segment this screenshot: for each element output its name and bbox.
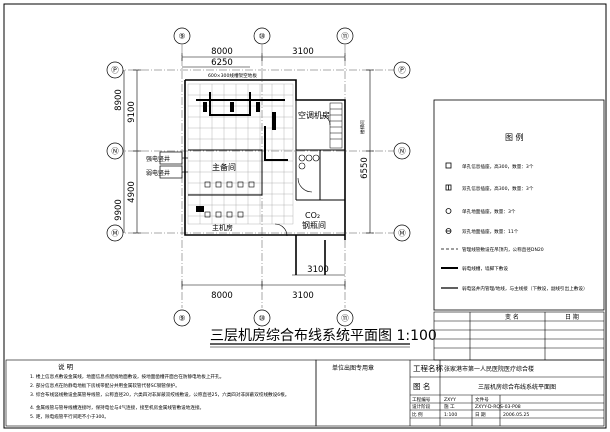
shaft-label-1: 强电竖井 (146, 155, 170, 163)
project-label: 工程名称 (413, 363, 443, 373)
notes-block: 说 明 1. 楼上信息点敷设金属线，地面信息点配线地面敷设，按地面凿槽开面台在防… (5, 359, 317, 427)
dim-left-outer: 8900 (114, 89, 124, 111)
legend-item-3: 单孔地面插座，数量：3个 (462, 208, 516, 215)
revision-table (433, 311, 605, 361)
axis-label-right-p: Ⓟ (398, 66, 406, 75)
room-main: 主机房 (212, 223, 233, 232)
note-line-3: 3. 综合布线竖线敷设金属管导线管，公称直径20，六类四对非屏蔽双绞线敷设，公称… (30, 391, 289, 398)
tb-row3-value2: 2006.05.25 (503, 412, 529, 418)
room-ac: 空调机房 (298, 110, 330, 120)
note-line-5: 5. 距，除电缆管平行间距不小于300。 (30, 413, 109, 420)
axis-label-top-9: ⑨ (179, 32, 186, 41)
room-co2-cylinder: 钢瓶间 (302, 220, 326, 230)
dim-top-right: 3100 (292, 47, 314, 57)
dim-right-mid: 6550 (360, 157, 370, 179)
legend-item-7: 弱电竖井内管理/地线，与主线接（下敷设，副线引出上敷设） (462, 285, 588, 292)
axis-label-left-n: Ⓝ (111, 147, 119, 156)
drawing-name-value: 三层机房综合布线系统平面图 (478, 383, 556, 391)
revision-col-name: 变 名 (505, 313, 519, 321)
room-staircase: 楼梯间 (359, 120, 366, 134)
room-equipment: 主备间 (212, 162, 236, 172)
project-value: 张家港市第一人民医院医疗综合楼 (444, 365, 534, 373)
drawing-name-label: 图 名 (413, 381, 430, 391)
title-block (315, 359, 605, 427)
legend-panel: 图 例 单孔信息插座，高300，数量：3个 双孔信息插座，高300，数量：3个 … (433, 99, 605, 311)
tb-row1-label2: 文件号 (475, 396, 489, 403)
axis-label-bottom-10: ⑩ (259, 314, 266, 323)
axis-label-bottom-11: ⑪ (341, 314, 349, 323)
legend-item-4: 双孔地面插座，数量：11个 (462, 228, 519, 235)
dim-bottom-left: 8000 (211, 291, 233, 301)
room-co2: CO₂ (305, 211, 320, 220)
axis-label-bottom-9: ⑨ (179, 314, 186, 323)
note-line-1: 1. 楼上信息点敷设金属线，地面信息点配线地面敷设，按地面凿槽开面台在防静电地板… (30, 373, 224, 380)
axis-label-left-m: Ⓜ (111, 229, 119, 238)
tb-row2-label: 设计阶段 (412, 403, 431, 410)
dim-left-upper: 9100 (127, 101, 137, 123)
legend-item-6: 弱电线槽，墙脚下敷设 (462, 265, 508, 272)
legend-item-5: 管理线管敷设在吊顶内，公称直径DN20 (462, 246, 544, 253)
tb-row3-value: 1:100 (444, 412, 457, 418)
dim-bottom-right: 3100 (292, 291, 314, 301)
tb-row1-label: 工程编号 (412, 396, 431, 403)
top-note: 600×300线槽架空地板 (208, 72, 257, 79)
dim-left-outer2: 9900 (114, 199, 124, 221)
tb-row2-value: 施 工 (444, 403, 455, 410)
drawing-title: 三层机房综合布线系统平面图 1:100 (210, 328, 437, 344)
sheet-border (3, 3, 607, 429)
tb-row3-label: 比 例 (412, 411, 423, 418)
shaft-label-2: 弱电竖井 (146, 169, 170, 177)
axis-bubbles (106, 27, 411, 327)
revision-col-date: 日 期 (565, 313, 579, 321)
note-line-2: 2. 部分信息点在防静电地板下房线带配分并用金属软管代替SC钢管保护。 (30, 382, 180, 389)
legend-title: 图 例 (505, 132, 524, 142)
notes-heading: 说 明 (58, 362, 74, 371)
legend-item-2: 双孔信息插座，高300，数量：3个 (462, 185, 534, 192)
tb-row1-value: ZXYY (444, 397, 456, 403)
axis-label-top-11: ⑪ (341, 32, 349, 41)
note-line-4: 4. 金属线管与管导线槽连接时，保持电位与4气连接，接至机房金属线管敷设地连接。 (30, 404, 204, 411)
axis-label-left-p: Ⓟ (111, 66, 119, 75)
dim-bottom-inner: 3100 (307, 265, 329, 275)
legend-item-1: 单孔信息插座，高300，数量：3个 (462, 163, 534, 170)
dim-left-lower: 4900 (127, 181, 137, 203)
floor-plan (115, 45, 395, 308)
tb-row2-value2: ZXYY-D-RQS-03-P08 (475, 404, 521, 410)
dim-top-inner: 6250 (211, 58, 233, 68)
axis-label-right-n: Ⓝ (398, 147, 406, 156)
axis-label-top-10: ⑩ (259, 32, 266, 41)
dim-top-left: 8000 (211, 47, 233, 57)
tb-row3-label2: 日 期 (475, 412, 486, 418)
axis-label-right-m: Ⓜ (398, 229, 406, 238)
title-block-seal: 单位出图专用章 (332, 364, 374, 372)
